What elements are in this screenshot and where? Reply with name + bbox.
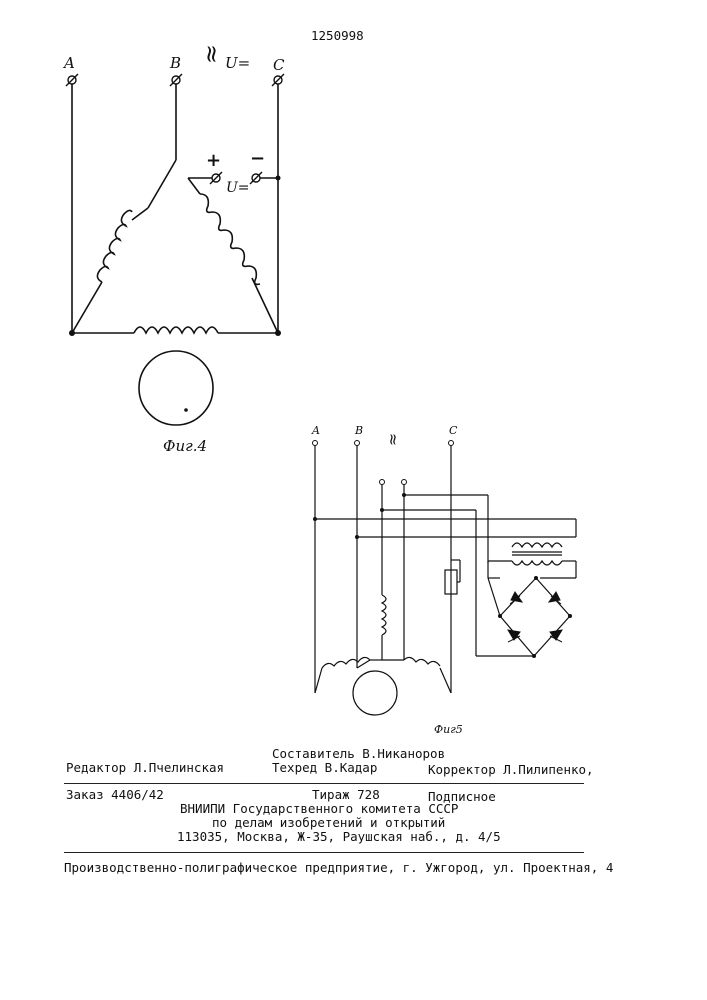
fig5-terminal-a: A <box>312 424 320 437</box>
address-line: 113035, Москва, Ж-35, Раушская наб., д. … <box>177 829 501 844</box>
divider-bottom <box>64 852 584 853</box>
order-line: Заказ 4406/42 <box>66 787 164 802</box>
divider-top <box>64 783 584 784</box>
techred-line: Техред В.Кадар <box>272 760 377 775</box>
circulation-line: Тираж 728 <box>312 787 380 802</box>
corrector-line: Корректор Л.Пилипенко, <box>428 762 594 777</box>
fig5-caption: Фиг5 <box>434 723 463 736</box>
fig5-terminal-c: C <box>449 424 457 437</box>
fig5-terminal-b: B <box>355 424 363 437</box>
institute-line-2: по делам изобретений и открытий <box>212 815 445 830</box>
printer-line: Производственно-полиграфическое предприя… <box>64 860 613 875</box>
institute-line-1: ВНИИПИ Государственного комитета СССР <box>180 801 458 816</box>
fig5-ac-symbol: ≈ <box>384 433 403 446</box>
compiler-line: Составитель В.Никаноров <box>272 746 445 761</box>
editor-line: Редактор Л.Пчелинская <box>66 760 224 775</box>
